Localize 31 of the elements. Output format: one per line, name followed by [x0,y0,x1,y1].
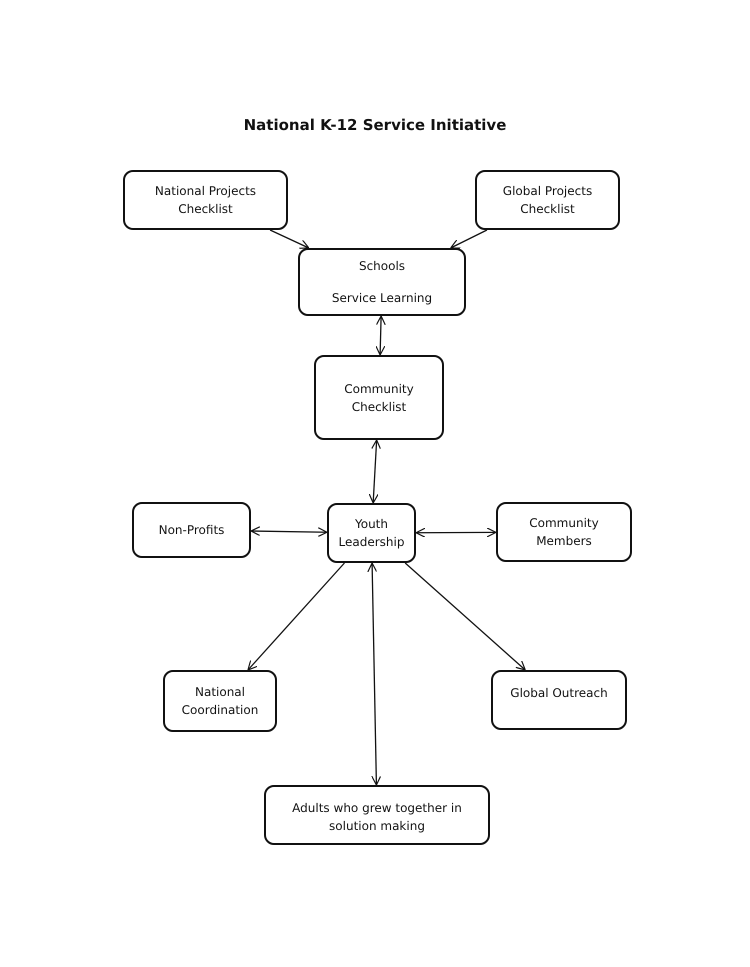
arrow [415,527,497,538]
arrow [404,562,526,671]
process-box [327,503,416,563]
box-label: Service Learning [332,290,432,307]
arrow [450,229,488,249]
box-label: National Coordination [180,684,260,719]
arrow [368,439,382,504]
box-label: Community Members [528,515,600,550]
process-box [132,502,251,558]
box-label: Global Projects Checklist [502,183,594,218]
box-label: Schools [358,258,406,275]
process-box [314,355,444,440]
arrow [247,562,345,671]
process-box [264,785,490,845]
process-box [491,670,627,730]
process-box [163,670,277,732]
box-label: Community Checklist [343,380,415,416]
arrow [270,229,310,249]
process-box [123,170,288,230]
arrow [375,315,386,356]
box-label: National Projects Checklist [154,183,258,218]
arrow [250,526,328,538]
arrow [367,562,382,786]
box-label: Global Outreach [510,685,608,702]
box-label: Non-Profits [158,522,224,539]
process-box [496,502,632,562]
box-label: Youth Leadership [338,516,406,551]
diagram-title: National K-12 Service Initiative [242,116,508,134]
process-box [298,248,466,316]
process-box [475,170,620,230]
box-label: Adults who grew together in solution making [291,800,463,835]
